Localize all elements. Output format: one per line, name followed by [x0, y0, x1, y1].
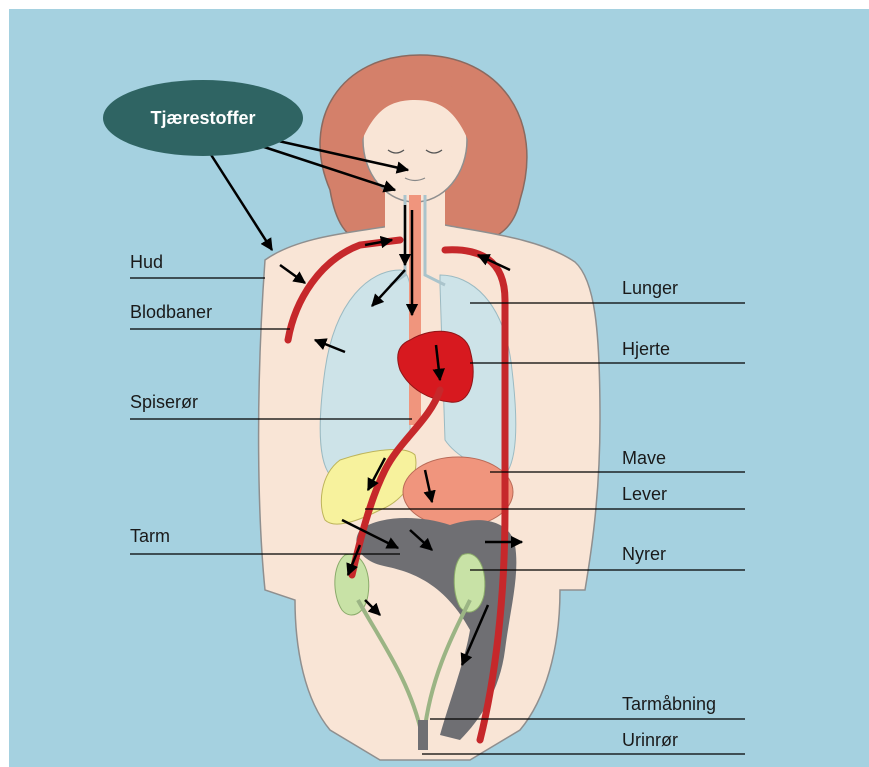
label-urinror: Urinrør	[622, 730, 678, 750]
label-hud: Hud	[130, 252, 163, 272]
urethra	[418, 720, 428, 750]
label-mave: Mave	[622, 448, 666, 468]
label-nyrer: Nyrer	[622, 544, 666, 564]
stomach	[403, 457, 513, 527]
label-tarmabning: Tarmåbning	[622, 694, 716, 714]
source-bubble-label: Tjærestoffer	[150, 108, 255, 128]
label-blodbaner: Blodbaner	[130, 302, 212, 322]
label-lever: Lever	[622, 484, 667, 504]
label-lunger: Lunger	[622, 278, 678, 298]
label-hjerte: Hjerte	[622, 339, 670, 359]
label-tarm: Tarm	[130, 526, 170, 546]
label-spiseror: Spiserør	[130, 392, 198, 412]
